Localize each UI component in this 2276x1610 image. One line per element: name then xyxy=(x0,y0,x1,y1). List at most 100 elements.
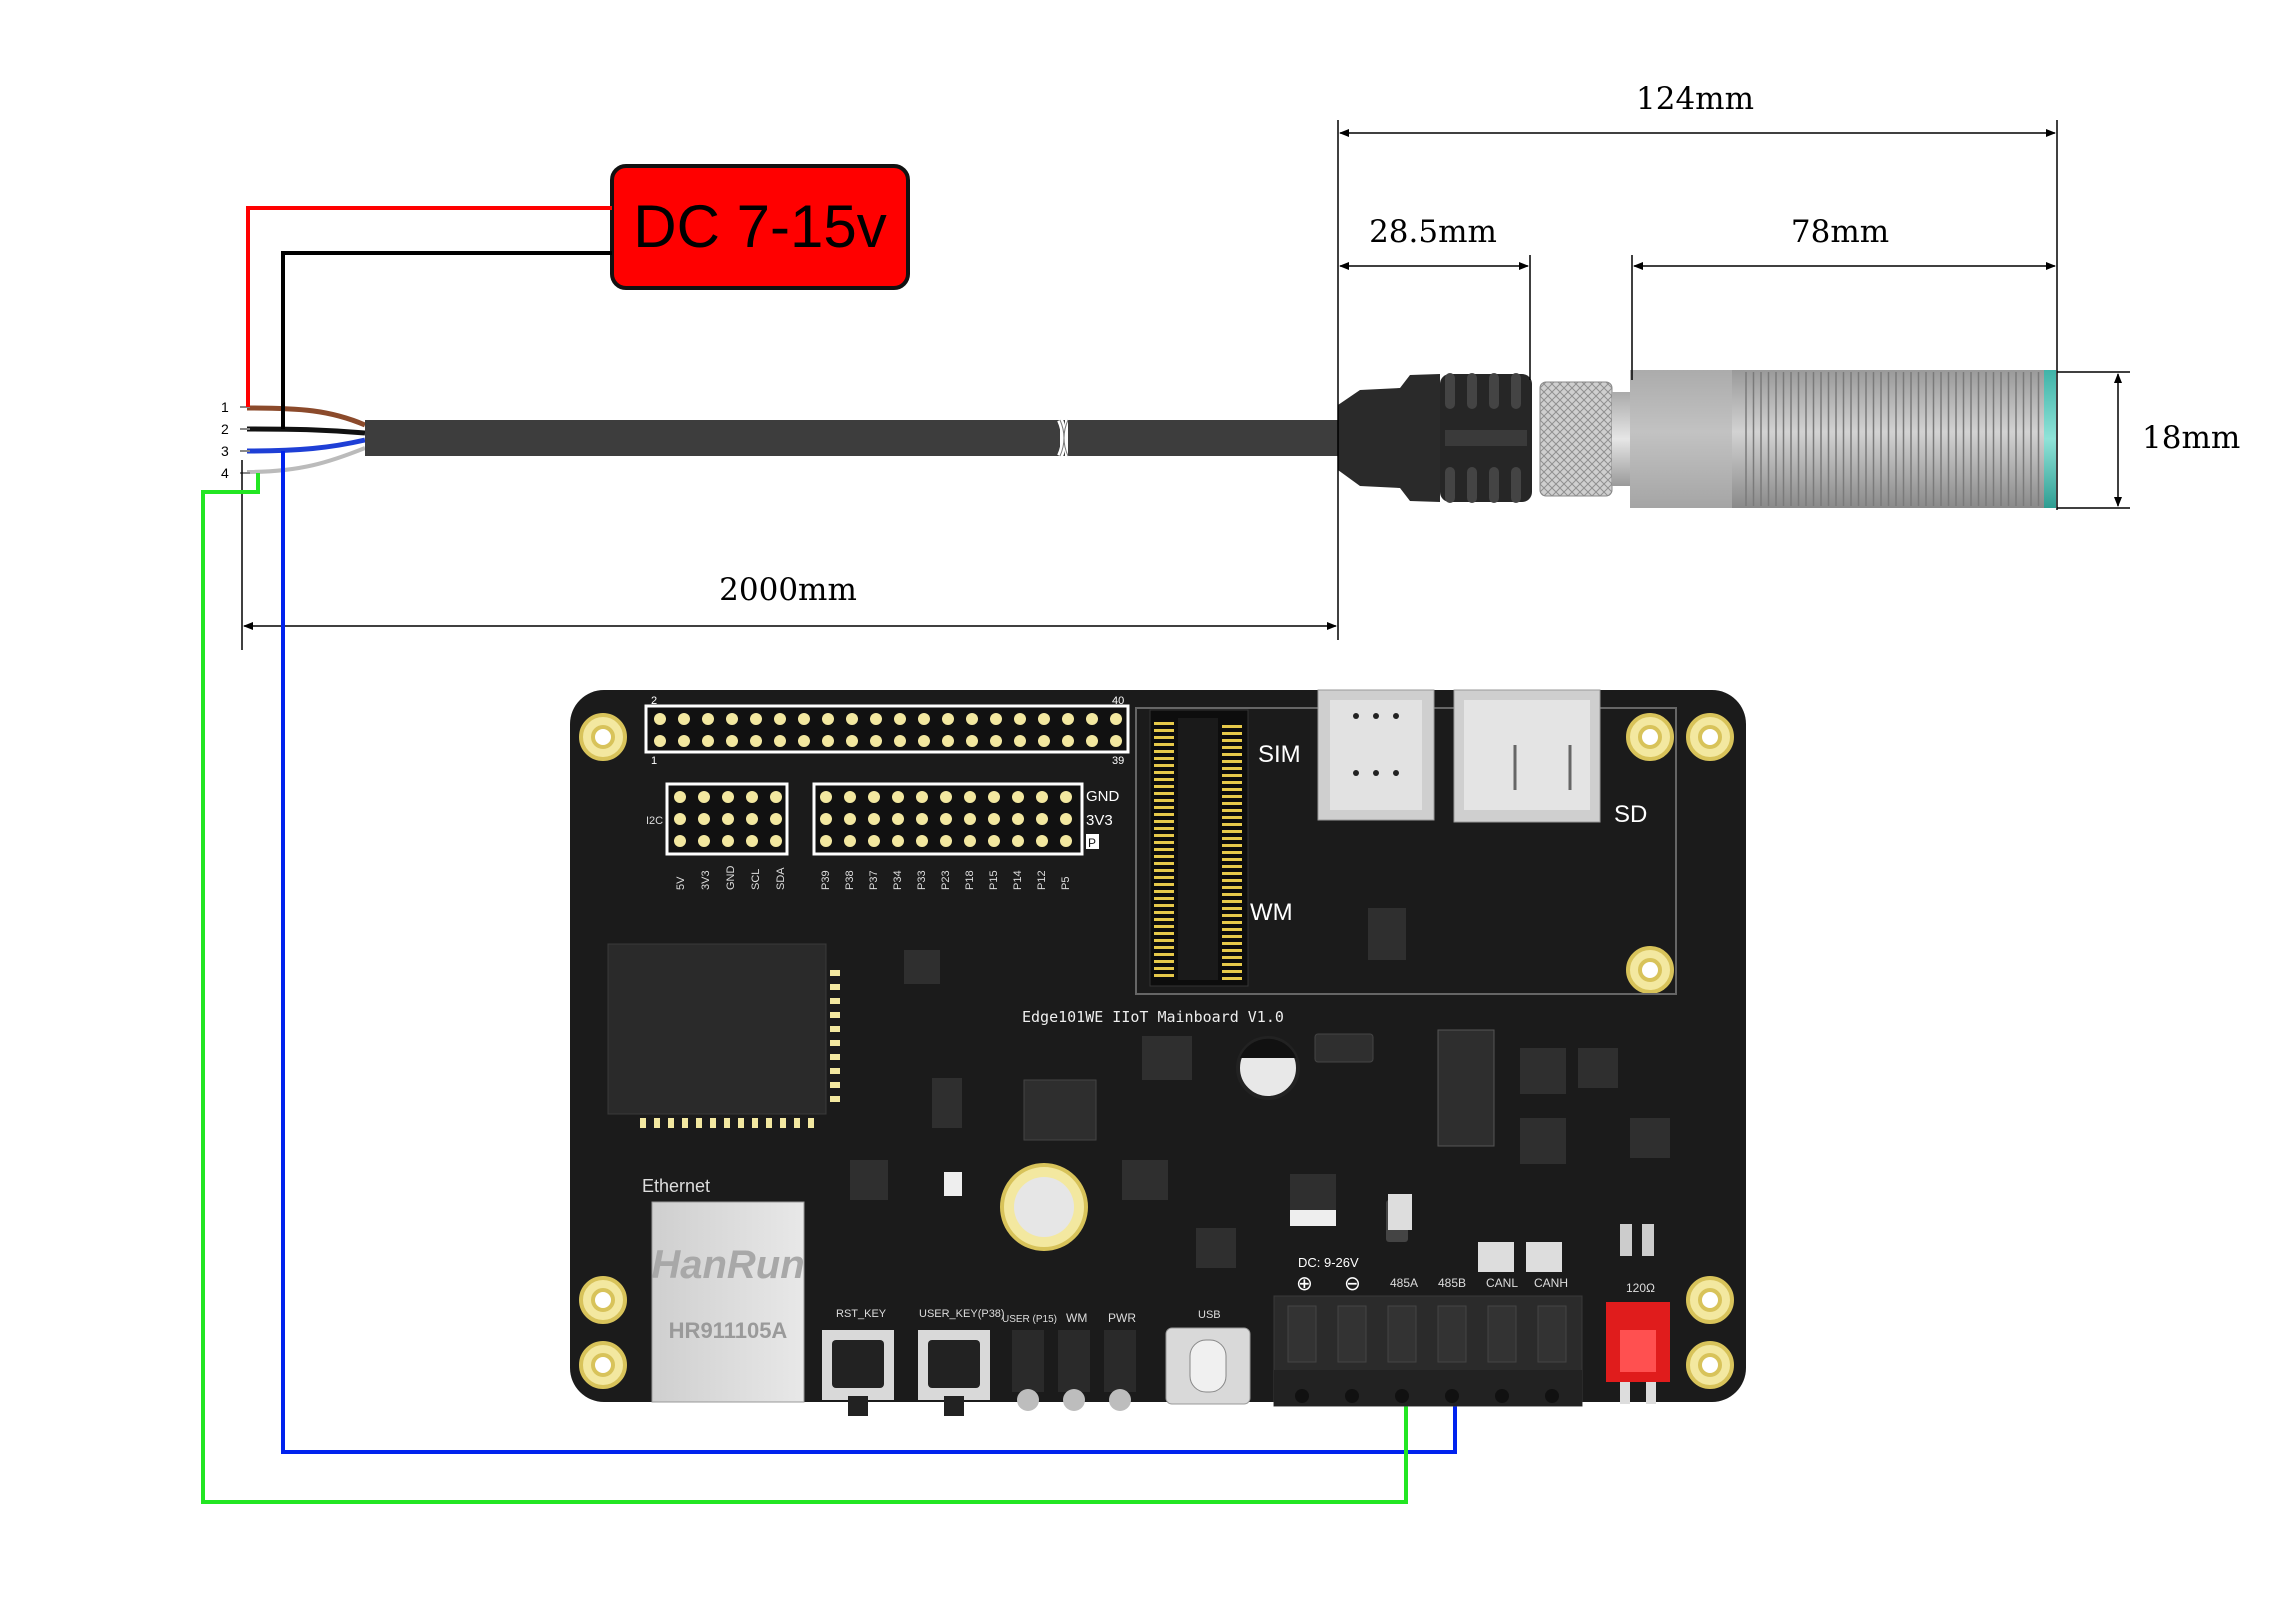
i2c-pin xyxy=(674,813,686,825)
terminal-label-list: 485A 485B CANL CANH xyxy=(1390,1276,1568,1290)
m2-pin xyxy=(1154,848,1174,851)
terminal-screw xyxy=(1395,1389,1409,1403)
power-supply-box: DC 7-15v xyxy=(610,164,910,290)
m2-pin xyxy=(1154,918,1174,921)
esp-pad xyxy=(830,1026,840,1032)
m2-pin xyxy=(1222,949,1242,952)
header-pin xyxy=(822,713,834,725)
terminal-label: CANH xyxy=(1534,1276,1568,1290)
m2-pin xyxy=(1222,837,1242,840)
terminal-slot xyxy=(1537,1305,1567,1363)
m2-pin xyxy=(1222,921,1242,924)
header-pin xyxy=(1014,713,1026,725)
gpio-pin xyxy=(892,791,904,803)
esp32-module xyxy=(607,943,827,1115)
terminal-slot xyxy=(1287,1305,1317,1363)
button-label: USER_KEY(P38) xyxy=(919,1308,1005,1320)
esp-pad xyxy=(830,998,840,1004)
dim-total-length-label: 124mm xyxy=(1636,81,1754,117)
i2c-pin xyxy=(674,791,686,803)
header-pin xyxy=(678,735,690,747)
esp-pad xyxy=(808,1118,814,1128)
m2-pin xyxy=(1154,897,1174,900)
m2-pin xyxy=(1154,967,1174,970)
header-pin xyxy=(1038,713,1050,725)
m2-pin xyxy=(1154,911,1174,914)
cable-jacket xyxy=(365,420,1065,456)
board-components xyxy=(850,908,1670,1268)
header-pin xyxy=(918,735,930,747)
m2-pin xyxy=(1222,844,1242,847)
rst-key-button[interactable] xyxy=(822,1330,894,1416)
sensor-face xyxy=(2044,370,2056,508)
header-pin xyxy=(990,735,1002,747)
rj45-model: HR911105A xyxy=(669,1318,788,1343)
gpio-pin xyxy=(892,813,904,825)
header-pin xyxy=(654,735,666,747)
m2-pin xyxy=(1222,963,1242,966)
led-label: USER (P15) xyxy=(1002,1314,1057,1325)
gpio-pin xyxy=(868,813,880,825)
terminal-slot xyxy=(1487,1305,1517,1363)
terminal-slot xyxy=(1437,1305,1467,1363)
terminal-screw xyxy=(1445,1389,1459,1403)
header-pin-label: 1 xyxy=(651,755,657,767)
i2c-pin xyxy=(674,835,686,847)
i2c-pin-label: 3V3 xyxy=(700,870,712,890)
led-label: PWR xyxy=(1108,1311,1136,1325)
gpio-pin xyxy=(916,835,928,847)
m2-pin xyxy=(1154,778,1174,781)
esp-pad xyxy=(830,1082,840,1088)
gpio-pin xyxy=(940,813,952,825)
m2-pin xyxy=(1222,935,1242,938)
usb-label: USB xyxy=(1198,1309,1221,1321)
dim-diameter-label: 18mm xyxy=(2142,420,2240,456)
connector-knurled-nut xyxy=(1539,381,1613,497)
gpio-pin-label: P5 xyxy=(1060,877,1072,890)
gpio-pin xyxy=(988,835,1000,847)
m2-pin xyxy=(1154,785,1174,788)
header-pin xyxy=(894,735,906,747)
mainboard: 2 40 1 39 I2C 5V 3V3 GND SCL SDA GND 3V3… xyxy=(570,689,1746,1416)
m2-pin xyxy=(1222,802,1242,805)
esp-pad xyxy=(780,1118,786,1128)
user-key-button[interactable] xyxy=(918,1330,990,1416)
header-pin-label: 2 xyxy=(651,695,657,707)
m2-pin xyxy=(1222,781,1242,784)
pin-number: 2 xyxy=(221,421,229,437)
board-title: Edge101WE IIoT Mainboard V1.0 xyxy=(1022,1008,1284,1026)
terminal-screw xyxy=(1545,1389,1559,1403)
gpio-pin xyxy=(988,813,1000,825)
gpio-pin xyxy=(1036,813,1048,825)
terminal-slot xyxy=(1337,1305,1367,1363)
m2-pin xyxy=(1222,907,1242,910)
i2c-pin-label: 5V xyxy=(675,876,687,890)
m2-pin xyxy=(1154,855,1174,858)
m2-pin xyxy=(1222,893,1242,896)
m2-pin xyxy=(1154,834,1174,837)
gpio-row-label: 3V3 xyxy=(1086,812,1113,829)
header-pin xyxy=(798,713,810,725)
header-pin-label: 40 xyxy=(1112,695,1124,707)
gpio-pin xyxy=(1060,813,1072,825)
esp-pad xyxy=(668,1118,674,1128)
i2c-pin xyxy=(698,813,710,825)
pin-number: 4 xyxy=(221,465,229,481)
gpio-pin xyxy=(1060,791,1072,803)
header-pin xyxy=(846,735,858,747)
gpio-pin-label: P38 xyxy=(844,870,856,890)
wire-black xyxy=(281,251,612,429)
esp-pad xyxy=(830,1054,840,1060)
m2-pin xyxy=(1222,767,1242,770)
m2-pin xyxy=(1154,869,1174,872)
header-pin xyxy=(822,735,834,747)
rj45-brand: HanRun xyxy=(651,1243,804,1287)
m2-pin xyxy=(1222,928,1242,931)
sensor-thread xyxy=(1745,372,2040,506)
gpio-pin-label: P37 xyxy=(868,870,880,890)
header-pin xyxy=(726,713,738,725)
m2-pin xyxy=(1154,743,1174,746)
m2-pin xyxy=(1154,862,1174,865)
m2-pin xyxy=(1154,750,1174,753)
header-pin xyxy=(846,713,858,725)
